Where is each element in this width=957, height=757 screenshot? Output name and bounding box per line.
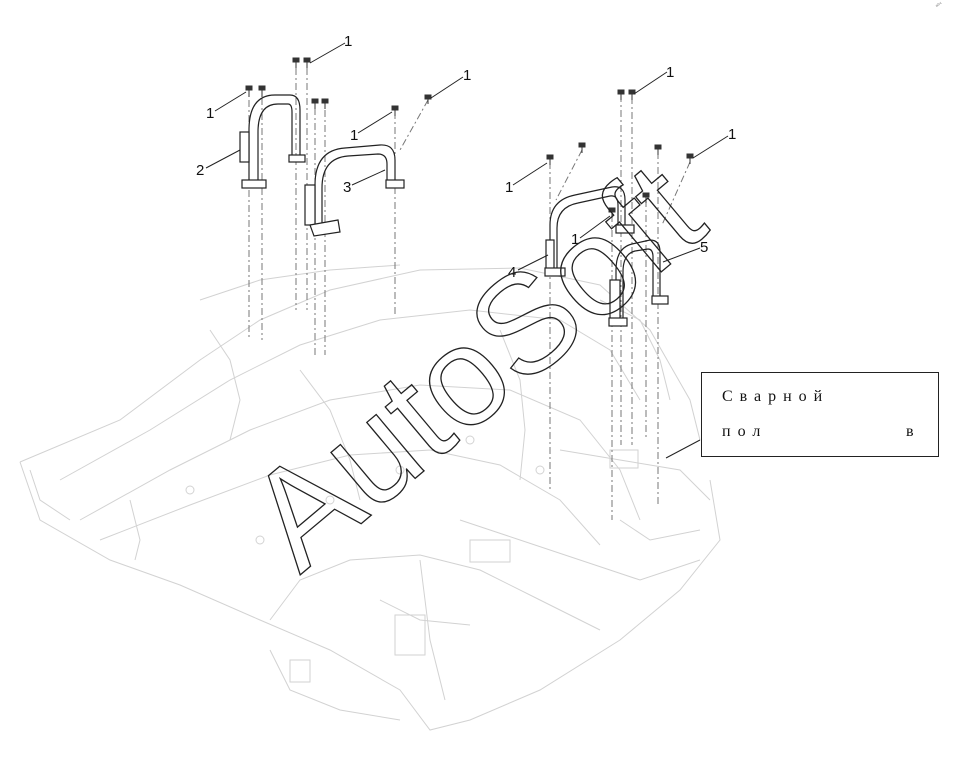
callout-handle-2: 2	[196, 162, 204, 179]
bolt-icon	[321, 98, 329, 109]
legend-box: Сварной пол в	[701, 372, 939, 457]
handle-4	[544, 186, 635, 277]
callout-bolt-4: 1	[463, 67, 471, 84]
callout-bolt-8: 1	[571, 231, 579, 248]
bolt-icon	[292, 57, 300, 68]
bolt-icon	[617, 89, 625, 100]
welded-floor-outline	[19, 264, 721, 731]
bolt-icon	[303, 57, 311, 68]
handle-5	[608, 239, 669, 327]
bolt-icon	[654, 144, 662, 155]
callout-handle-3: 3	[343, 179, 351, 196]
bolt-icon	[628, 89, 636, 100]
callout-bolt-2: 1	[344, 33, 352, 50]
leader-lines	[205, 42, 729, 459]
watermark: AutoSoft	[218, 133, 730, 598]
legend-line-2-left: пол	[722, 423, 768, 440]
bolt-icon	[578, 142, 586, 153]
callouts: 1 1 1 1 1 1 1 1 2 3 4 5	[196, 33, 736, 281]
callout-bolt-1: 1	[206, 105, 214, 122]
handle-3	[304, 144, 405, 237]
callout-handle-5: 5	[700, 239, 708, 256]
bolt-icon	[546, 154, 554, 165]
bolt-icon	[608, 207, 616, 218]
callout-bolt-3: 1	[350, 127, 358, 144]
callout-bolt-6: 1	[728, 126, 736, 143]
bolts	[245, 57, 694, 218]
bolt-icon	[686, 153, 694, 164]
legend-line-1: Сварной	[722, 388, 830, 405]
handle-2	[239, 94, 306, 189]
bolt-icon	[258, 85, 266, 97]
bolt-icon	[424, 94, 432, 104]
bolt-icon	[642, 192, 650, 203]
callout-bolt-5: 1	[666, 64, 674, 81]
bolt-icon	[311, 98, 319, 109]
legend-line-2-right: в	[906, 423, 914, 440]
handles	[239, 94, 669, 327]
callout-handle-4: 4	[508, 264, 516, 281]
bolt-icon	[391, 105, 399, 116]
callout-bolt-7: 1	[505, 179, 513, 196]
bolt-icon	[245, 85, 253, 97]
